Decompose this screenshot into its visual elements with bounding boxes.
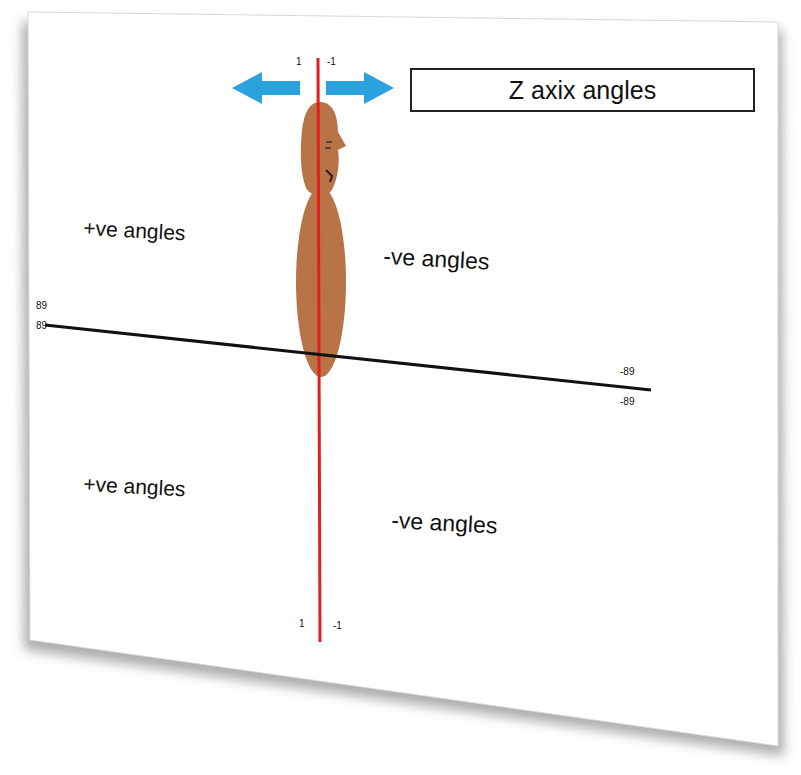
axis-value: 1: [296, 56, 302, 67]
figure-eye: [326, 141, 332, 143]
figure-eye: [325, 147, 331, 149]
figure-mouth: [326, 170, 332, 182]
region-label: -ve angles: [383, 244, 490, 275]
region-label: -ve angles: [391, 508, 498, 539]
left-arrow: [232, 72, 300, 104]
panel: [28, 12, 778, 746]
region-label: +ve angles: [83, 216, 186, 244]
figure-head: [301, 102, 346, 196]
right-arrow: [326, 72, 394, 104]
title-text: Z axix angles: [509, 76, 656, 105]
figure-body: [296, 187, 346, 377]
vertical-axis: [318, 58, 320, 642]
horizontal-axis: [45, 325, 651, 390]
axis-value: 1: [299, 618, 305, 629]
angle-value: -89: [620, 396, 634, 407]
axis-value: -1: [327, 56, 336, 67]
axis-value: -1: [333, 620, 342, 631]
angle-value: -89: [620, 366, 634, 377]
region-label: +ve angles: [83, 472, 186, 500]
title-box: Z axix angles: [410, 68, 755, 112]
angle-value: 89: [36, 320, 47, 331]
angle-value: 89: [36, 300, 47, 311]
